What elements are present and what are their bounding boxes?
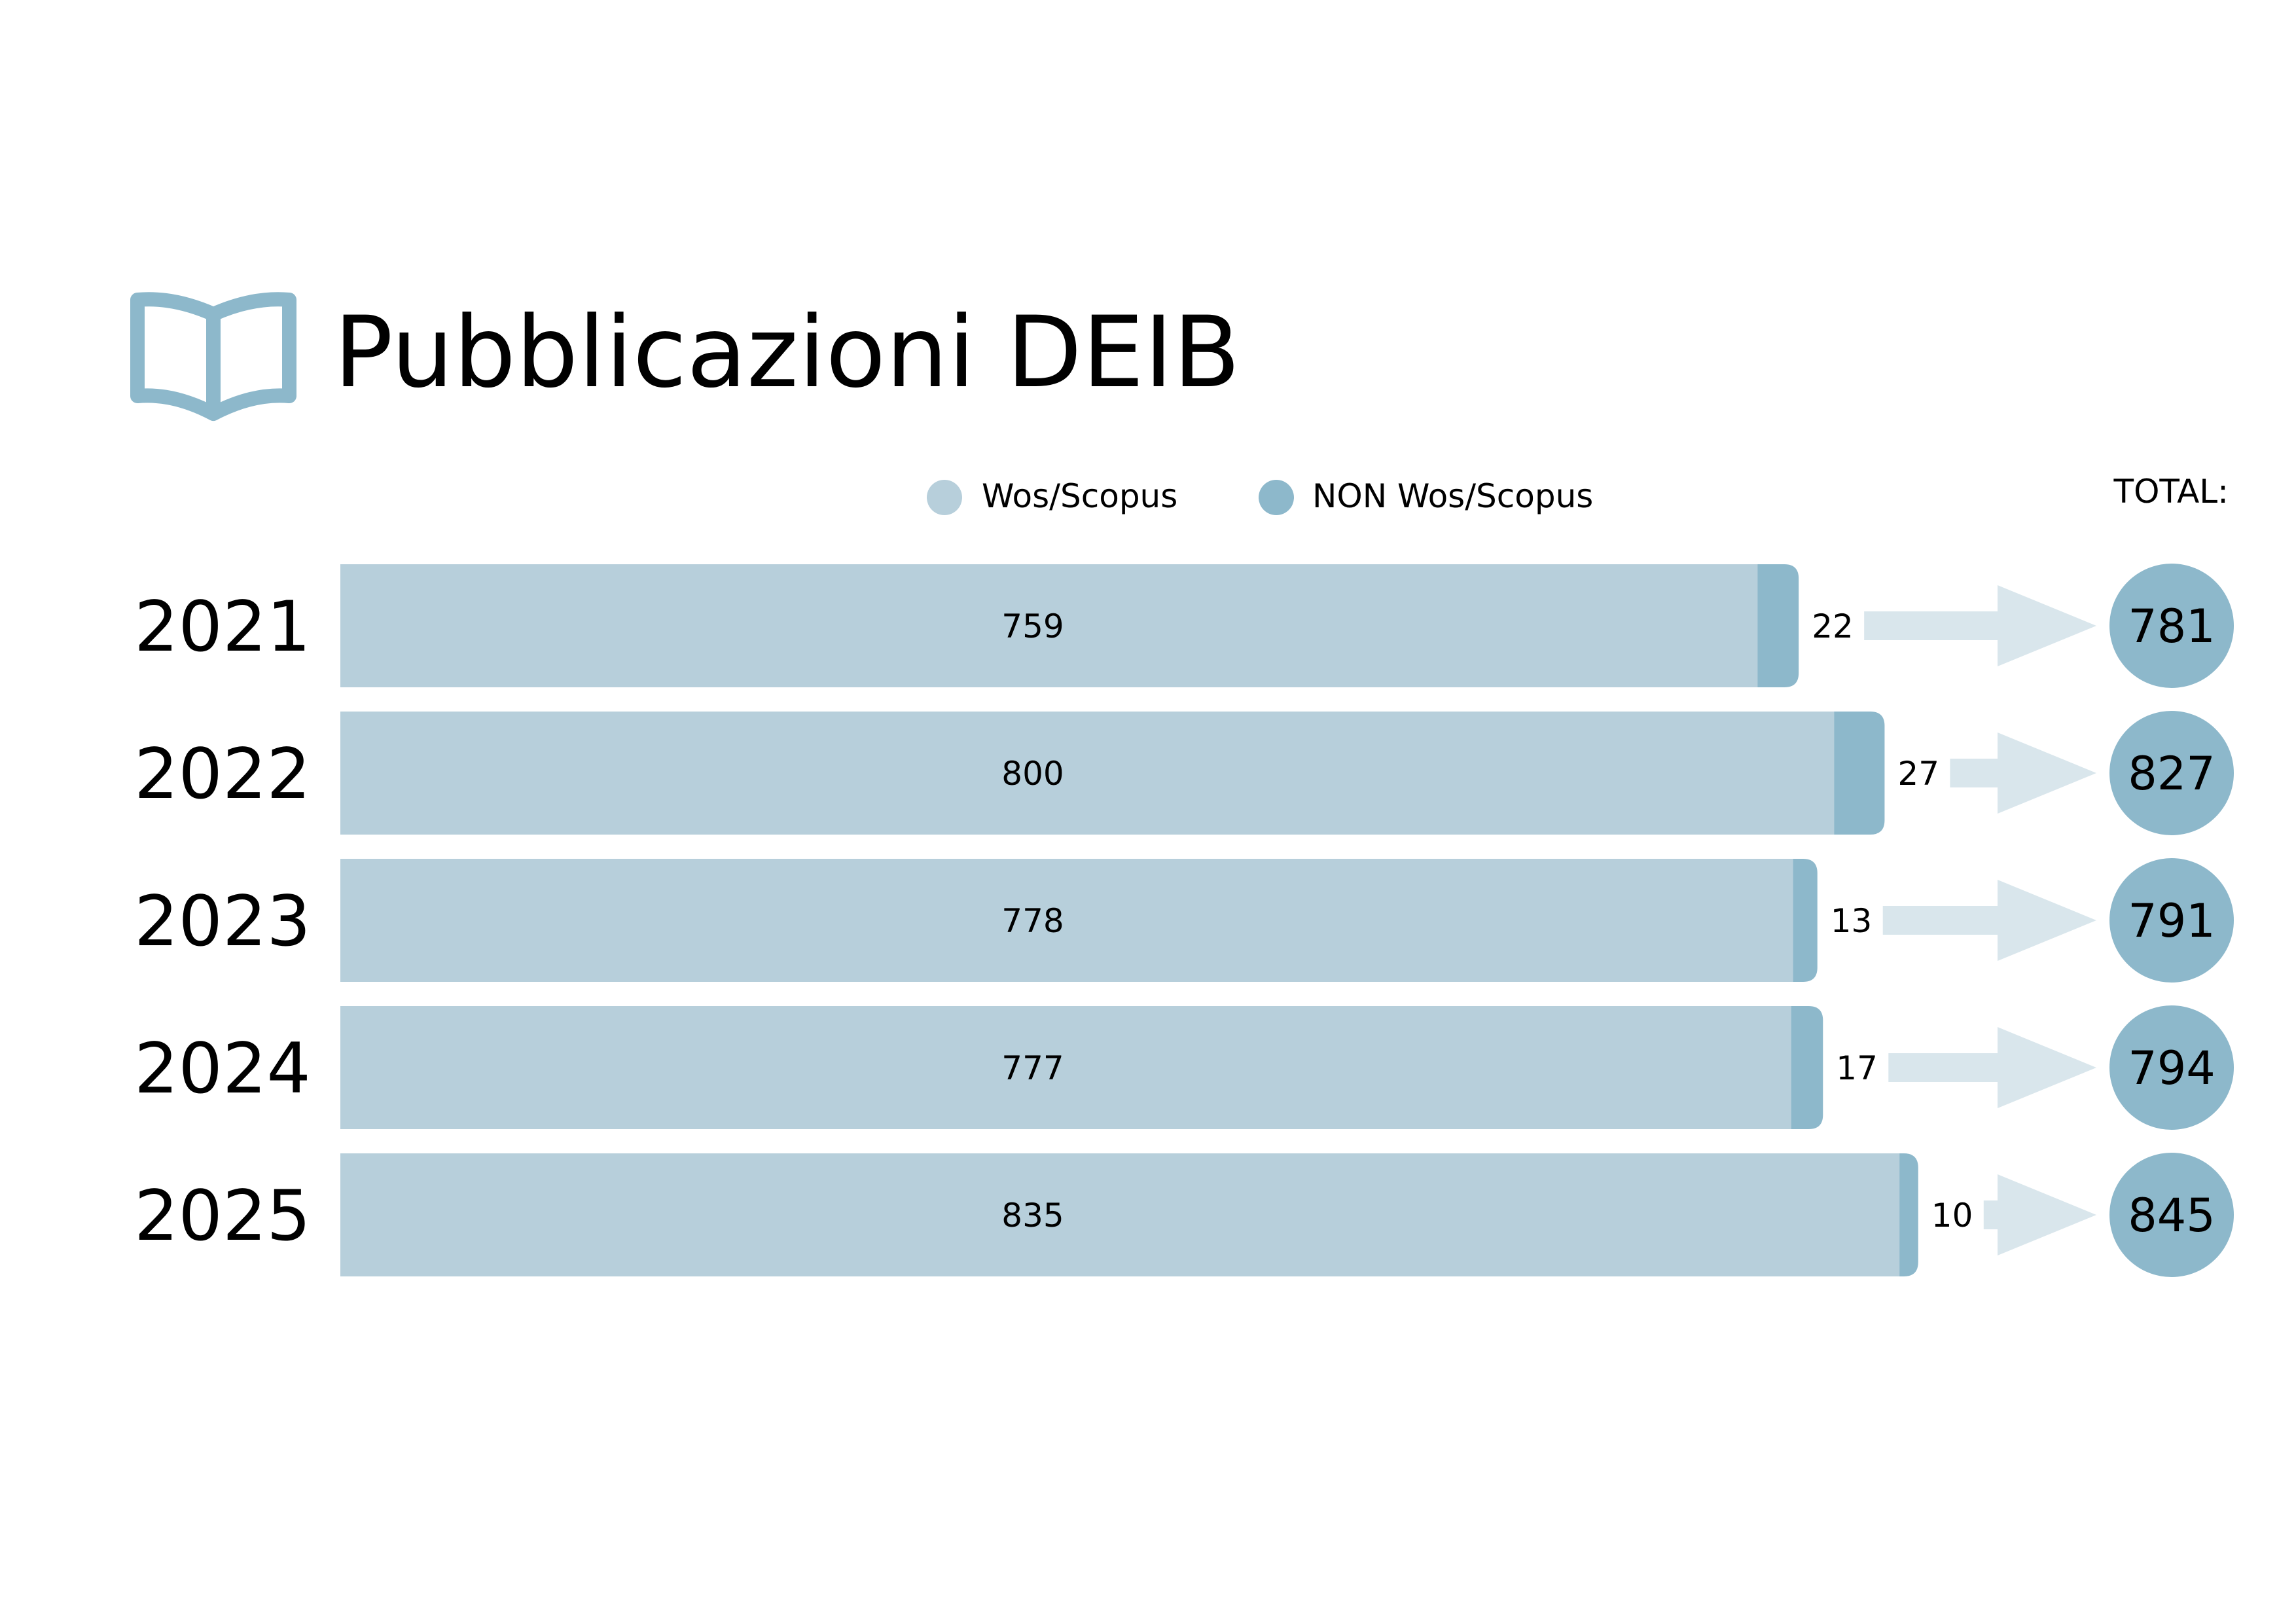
total-badge: [2109, 858, 2234, 983]
row-2022: 2022 800 27 827: [134, 711, 2234, 835]
legend-label-non-wos: NON Wos/Scopus: [1312, 477, 1593, 515]
value-label-non-wos: 17: [1836, 1049, 1878, 1087]
row-2021: 2021 759 22 781: [134, 564, 2234, 688]
arrow-icon: [1888, 1027, 2096, 1108]
chart-rows: 2021 759 22 781 2022 800 27 827 2023 778 13 791 2024…: [134, 564, 2234, 1277]
value-label-non-wos: 10: [1931, 1197, 1973, 1235]
bar-non-wos: [1751, 564, 1799, 687]
bar-wos: [340, 1006, 1791, 1129]
total-value: 794: [2128, 1041, 2215, 1095]
row-2023: 2023 778 13 791: [134, 858, 2234, 983]
value-label-wos: 800: [1001, 755, 1064, 793]
total-label: TOTAL:: [2113, 473, 2229, 511]
bar-non-wos: [1786, 859, 1818, 982]
year-label: 2021: [134, 586, 311, 667]
value-label-wos: 835: [1001, 1197, 1064, 1235]
value-label-wos: 777: [1001, 1049, 1064, 1087]
total-badge: [2109, 564, 2234, 688]
value-label-non-wos: 13: [1831, 902, 1873, 940]
value-label-wos: 778: [1001, 902, 1064, 940]
arrow-icon: [1882, 880, 2096, 961]
arrow-icon: [1950, 732, 2096, 814]
bar-wos: [340, 564, 1758, 687]
value-label-wos: 759: [1001, 607, 1064, 645]
year-label: 2025: [134, 1176, 311, 1256]
bar-wos: [340, 859, 1793, 982]
bar-wos: [340, 1153, 1900, 1276]
bar-wos: [340, 712, 1835, 835]
row-2024: 2024 777 17 794: [134, 1005, 2234, 1130]
total-badge: [2109, 711, 2234, 835]
row-2025: 2025 835 10 845: [134, 1153, 2234, 1277]
total-badge: [2109, 1153, 2234, 1277]
bar-non-wos: [1827, 712, 1885, 835]
total-value: 827: [2128, 747, 2215, 801]
legend-swatch-wos: [927, 480, 962, 515]
total-badge: [2109, 1005, 2234, 1130]
arrow-icon: [1864, 585, 2096, 666]
legend-swatch-non-wos: [1259, 480, 1294, 515]
value-label-non-wos: 22: [1812, 607, 1854, 645]
legend: Wos/Scopus NON Wos/Scopus: [927, 477, 1593, 515]
legend-label-wos: Wos/Scopus: [982, 477, 1177, 515]
value-label-non-wos: 27: [1897, 755, 1939, 793]
total-value: 845: [2128, 1189, 2215, 1242]
year-label: 2024: [134, 1028, 311, 1109]
year-label: 2022: [134, 734, 311, 814]
total-value: 791: [2128, 894, 2215, 948]
year-label: 2023: [134, 881, 311, 962]
arrow-icon: [1983, 1174, 2096, 1255]
bar-non-wos: [1784, 1006, 1823, 1129]
open-book-icon: [130, 292, 296, 421]
page-title: Pubblicazioni DEIB: [334, 296, 1240, 410]
total-value: 781: [2128, 600, 2215, 653]
